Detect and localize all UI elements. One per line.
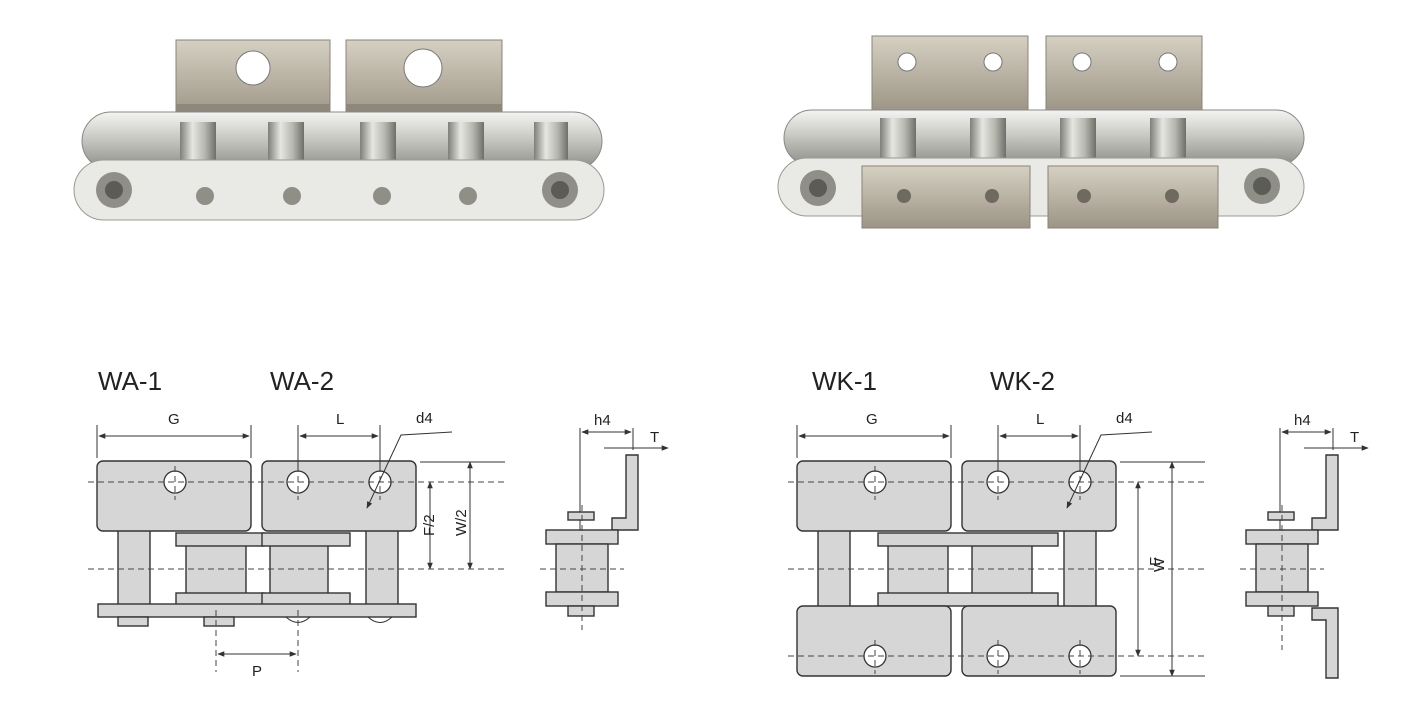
wa1-label: WA-1 <box>98 366 162 396</box>
dim-t: T <box>650 429 659 446</box>
dim-d4-wk: d4 <box>1116 410 1133 427</box>
link-plate <box>261 532 351 547</box>
angle-attachment-top-side <box>1311 454 1339 531</box>
link-plate <box>175 532 265 547</box>
attachment-plate-wk2-top <box>961 460 1117 532</box>
chain-links-photo <box>73 111 605 221</box>
dim-p: P <box>252 663 262 680</box>
wk-side-view-drawing: h4 T <box>1240 412 1369 679</box>
dim-h4-wk: h4 <box>1294 412 1311 429</box>
attachment-plate-photo-left <box>175 39 331 119</box>
dim-f2: F/2 <box>421 514 438 536</box>
attachment-plate-wk2-bottom <box>961 605 1117 677</box>
roller-bar <box>185 544 247 596</box>
dim-w2: W/2 <box>453 509 470 536</box>
attachment-plate-photo-bottom-right <box>1047 165 1219 229</box>
wk-top-view-drawing: WK-1 WK-2 G L d4 <box>788 366 1205 677</box>
dim-g: G <box>168 411 180 428</box>
attachment-plate-wa2 <box>261 460 417 532</box>
wk2-label: WK-2 <box>990 366 1055 396</box>
dim-t-wk: T <box>1350 429 1359 446</box>
chain-photo-wk <box>777 35 1305 229</box>
attachment-plate-wk1-bottom <box>796 605 952 677</box>
chain-photo-wa <box>73 39 605 221</box>
angle-attachment-side <box>611 454 639 531</box>
dim-l-wk: L <box>1036 411 1044 428</box>
roller-bar <box>269 544 329 596</box>
angle-attachment-bottom-side <box>1311 607 1339 679</box>
dim-d4: d4 <box>416 410 433 427</box>
dim-l: L <box>336 411 344 428</box>
wa-top-view-drawing: WA-1 WA-2 G <box>88 366 505 680</box>
attachment-plate-photo-top-left <box>871 35 1029 113</box>
dim-h4: h4 <box>594 412 611 429</box>
dim-w-wk: W <box>1151 557 1168 572</box>
attachment-plate-photo-right <box>345 39 503 119</box>
wk1-label: WK-1 <box>812 366 877 396</box>
wa-side-view-drawing: h4 T <box>540 412 669 630</box>
dim-f-wk: F <box>1147 557 1164 566</box>
attachment-plate-photo-top-right <box>1045 35 1203 113</box>
chain-links-photo-wk <box>777 109 1305 217</box>
attachment-plate-wa1 <box>96 460 252 532</box>
bottom-link-plate <box>97 603 417 618</box>
attachment-plate-photo-bottom-left <box>861 165 1031 229</box>
attachment-plate-wk1-top <box>796 460 952 532</box>
dim-g-wk: G <box>866 411 878 428</box>
wa2-label: WA-2 <box>270 366 334 396</box>
